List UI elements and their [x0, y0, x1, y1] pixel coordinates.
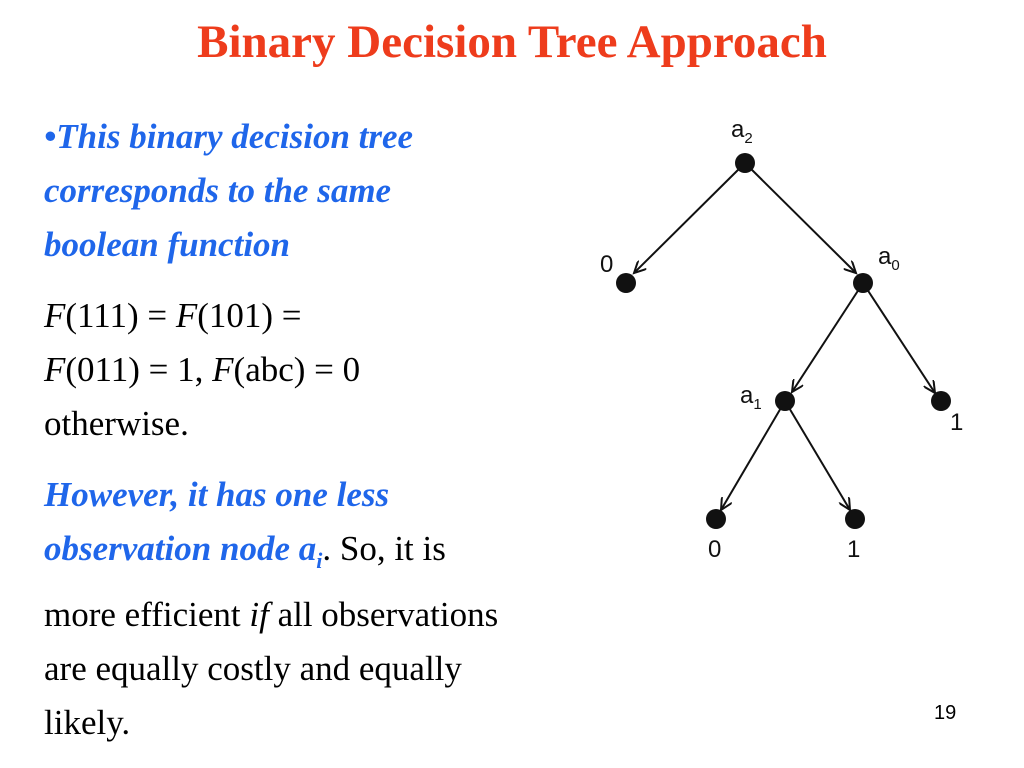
node-leaf1-bottom: [845, 509, 865, 529]
however-text: However, it has one less observation nod…: [44, 475, 390, 568]
edge-a0-to-leaf1: [862, 282, 935, 393]
edge-a2-to-a0: [744, 162, 856, 273]
slide-body: •This binary decision tree corresponds t…: [44, 110, 514, 767]
intro-paragraph: •This binary decision tree corresponds t…: [44, 110, 514, 272]
label-leaf0-top: 0: [600, 251, 613, 278]
function-otherwise: otherwise.: [44, 404, 189, 443]
function-symbol: F: [44, 350, 66, 389]
node-leaf0-bottom: [706, 509, 726, 529]
function-arg-011: (011) = 1,: [65, 350, 213, 389]
edge-a1-to-leaf1: [784, 400, 850, 510]
label-leaf1-bottom: 1: [847, 536, 860, 563]
edge-a1-to-leaf0: [721, 400, 786, 510]
label-leaf0-bottom: 0: [708, 536, 721, 563]
function-symbol: F: [44, 296, 66, 335]
label-a0: a0: [878, 243, 900, 274]
function-arg-111: (111) =: [65, 296, 176, 335]
node-leaf0-top: [616, 273, 636, 293]
page-number: 19: [934, 702, 957, 724]
node-a0: [853, 273, 873, 293]
efficient-if: if: [249, 595, 269, 634]
however-paragraph: However, it has one less observation nod…: [44, 468, 514, 750]
bullet-marker: •: [44, 117, 57, 156]
function-arg-abc: (abc) = 0: [233, 350, 361, 389]
function-symbol: F: [175, 296, 198, 335]
slide-title: Binary Decision Tree Approach: [197, 16, 827, 68]
label-a1: a1: [740, 382, 762, 413]
label-leaf1-right: 1: [950, 409, 963, 436]
node-a2: [735, 153, 755, 173]
label-a2: a2: [731, 116, 753, 147]
efficient-post: all observations are equally costly and …: [44, 595, 499, 742]
node-a1: [775, 391, 795, 411]
so-text: . So,: [322, 529, 386, 568]
node-leaf1-right: [931, 391, 951, 411]
however-subscript: i: [316, 548, 323, 573]
intro-text: This binary decision tree corresponds to…: [44, 117, 414, 264]
edge-a2-to-leaf0: [634, 162, 746, 273]
function-arg-101: (101) =: [197, 296, 302, 335]
function-symbol: F: [212, 350, 234, 389]
edge-a0-to-a1: [792, 282, 864, 392]
efficient-pre: it is more efficient: [44, 529, 446, 634]
